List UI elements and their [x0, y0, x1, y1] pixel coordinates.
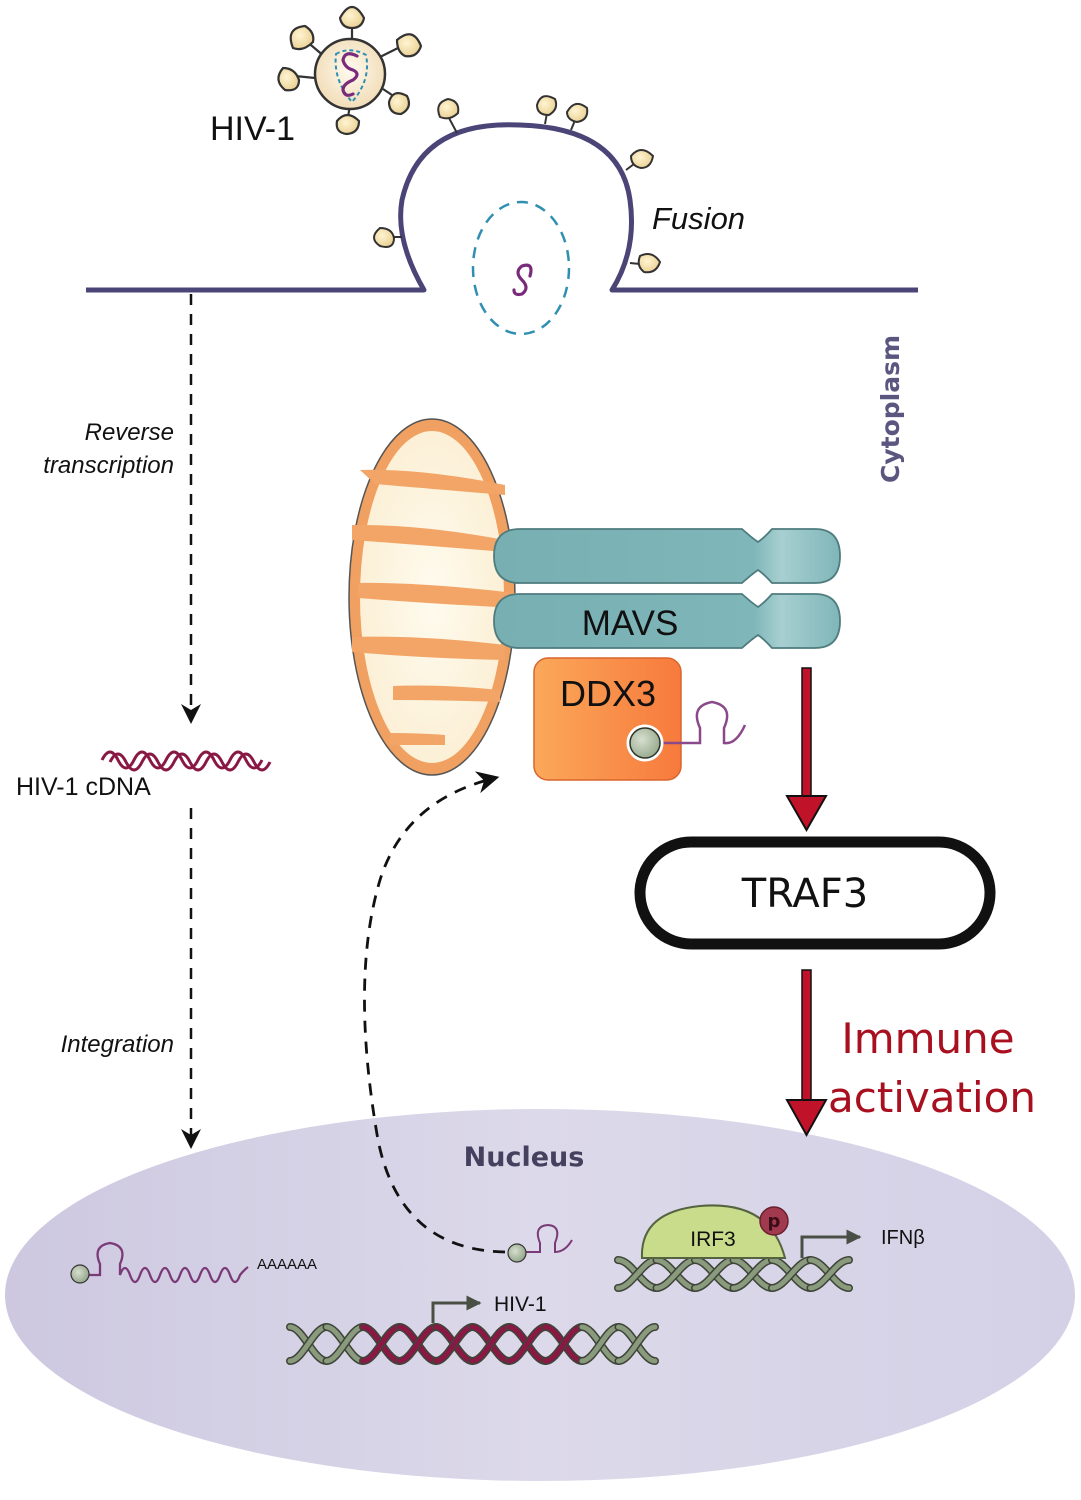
rna-export-arrow: [363, 771, 506, 1254]
ddx3-label: DDX3: [560, 673, 656, 714]
mavs-label: MAVS: [582, 604, 679, 643]
hiv-mrna: AAAAAA: [70, 1241, 317, 1284]
virus-label: HIV-1: [210, 110, 295, 148]
viral-rna-icon: [341, 52, 359, 97]
phosphate-label: p: [768, 1211, 781, 1232]
phosphate-badge: [759, 1206, 789, 1236]
nucleus-envelope: [5, 1109, 1075, 1481]
integration-label: Integration: [61, 1031, 174, 1058]
rna-cap-icon: [626, 724, 664, 762]
ifnb-promoter: IRF3 p IFNβ: [614, 1204, 925, 1292]
cdna-label: HIV-1 cDNA: [16, 773, 151, 801]
reverse-transcription-label-line1: Reverse: [85, 419, 174, 446]
dna-strand: [616, 1324, 658, 1364]
mavs-complex: MAVS: [493, 528, 841, 649]
mavs-to-traf3-arrow: [785, 667, 828, 833]
rna-cap-icon: [507, 1243, 527, 1263]
provirus-label: HIV-1: [494, 1293, 547, 1316]
bound-rna-icon: [661, 700, 747, 745]
signaling-cascade: TRAF3 Immune activation: [634, 667, 1036, 1138]
cytoplasm-label: Cytoplasm: [876, 335, 905, 483]
immune-activation-label-line1: Immune: [841, 1014, 1014, 1063]
immune-activation-label-line2: activation: [828, 1073, 1036, 1122]
nucleus: Nucleus: [5, 1109, 1075, 1481]
incoming-viral-rna-icon: [512, 263, 533, 297]
dna-strand: [808, 1257, 852, 1291]
cdna-helix-icon: [100, 750, 272, 772]
nuclear-viral-rna: [507, 1223, 573, 1263]
replication-pathway: Reverse transcription HIV-1 cDNA Integra…: [16, 294, 272, 1149]
ifnb-transcription-start-arrow: [800, 1229, 862, 1258]
integrated-provirus: HIV-1: [286, 1293, 659, 1365]
nucleus-label: Nucleus: [464, 1142, 585, 1173]
reverse-transcription-label-line2: transcription: [43, 452, 174, 479]
rna-cap-icon: [70, 1264, 90, 1284]
traf3-label: TRAF3: [741, 871, 868, 917]
ddx3-protein: DDX3: [533, 657, 747, 781]
plasma-membrane: Fusion Cytoplasm: [86, 95, 918, 483]
hiv-virion: HIV-1: [210, 5, 423, 148]
ifnb-label: IFNβ: [881, 1227, 925, 1249]
mitochondrion: [348, 418, 516, 776]
irf3-label: IRF3: [690, 1228, 736, 1251]
hiv-transcription-start-arrow: [431, 1295, 482, 1323]
irf3-protein: [640, 1204, 787, 1259]
fusion-label: Fusion: [652, 201, 745, 236]
traf3-box: [634, 836, 996, 950]
polya-tail-label: AAAAAA: [257, 1256, 317, 1273]
traf3-to-nucleus-arrow: [785, 969, 828, 1138]
